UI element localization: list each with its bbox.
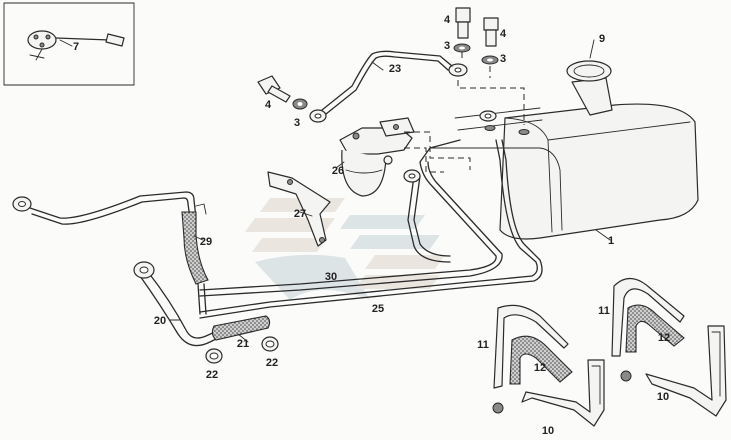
callout-line-25: 25 xyxy=(371,303,385,315)
callout-bolt: 4 xyxy=(499,28,507,40)
upper-fittings xyxy=(448,7,530,135)
callout-filter-bracket: 27 xyxy=(293,208,307,220)
callout-washer: 3 xyxy=(499,53,507,65)
fuel-line-left xyxy=(12,191,279,364)
callout-sender-unit: 7 xyxy=(72,41,80,53)
fuel-line-23 xyxy=(309,50,453,123)
callout-fuel-filter: 26 xyxy=(331,165,345,177)
callout-strap-bracket: 10 xyxy=(656,391,670,403)
callout-clamp: 22 xyxy=(205,369,219,381)
callout-clamp: 22 xyxy=(265,357,279,369)
fuel-line-30 xyxy=(199,139,563,297)
callout-strap: 11 xyxy=(477,339,489,351)
sender-unit-inset xyxy=(3,2,135,86)
callout-strap: 11 xyxy=(598,305,610,317)
filter-bolt-set xyxy=(257,75,308,110)
callout-strap-bracket: 10 xyxy=(541,425,555,437)
callout-line-21: 21 xyxy=(236,338,250,350)
fuel-tank xyxy=(454,60,699,240)
callout-washer: 3 xyxy=(443,40,451,52)
callout-tank: 1 xyxy=(607,235,615,247)
callout-line-30: 30 xyxy=(324,271,338,283)
callout-hose: 29 xyxy=(199,236,213,248)
tank-straps-right xyxy=(611,277,727,417)
filter-bracket xyxy=(267,171,331,247)
callout-strap-pad: 12 xyxy=(657,332,671,344)
callout-bolt: 4 xyxy=(264,99,272,111)
tank-straps-lower xyxy=(492,304,605,427)
callout-line-20: 20 xyxy=(153,315,167,327)
fuel-filter xyxy=(339,117,471,197)
callout-line-23: 23 xyxy=(388,63,402,75)
fuel-line-25 xyxy=(199,139,543,319)
callout-bolt: 4 xyxy=(443,14,451,26)
callout-filler-neck: 9 xyxy=(598,33,606,45)
callout-strap-pad: 12 xyxy=(533,362,547,374)
callout-washer: 3 xyxy=(293,117,301,129)
leader-lines xyxy=(59,39,611,343)
